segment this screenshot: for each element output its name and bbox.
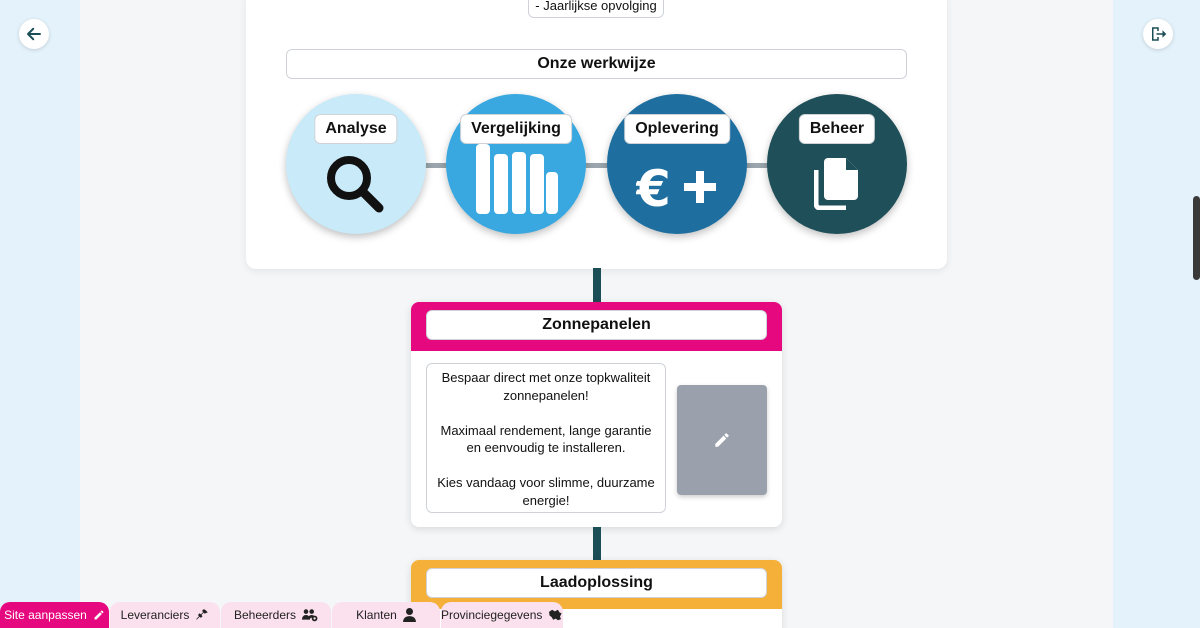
step-oplevering: Oplevering € xyxy=(607,94,747,234)
step-label-beheer[interactable]: Beheer xyxy=(798,114,876,144)
tab-provinciegegevens[interactable]: Provinciegegevens xyxy=(441,602,563,628)
tab-label: Beheerders xyxy=(233,608,297,622)
product-description-field[interactable]: Bespaar direct met onze topkwaliteit zon… xyxy=(426,363,666,513)
timeline-connector xyxy=(593,268,601,303)
product-card-zonnepanelen: Zonnepanelen Bespaar direct met onze top… xyxy=(411,302,782,527)
map-icon xyxy=(549,609,562,621)
product-image-edit-button[interactable] xyxy=(677,385,767,495)
tab-klanten[interactable]: Klanten xyxy=(332,602,440,628)
step-analyse: Analyse xyxy=(286,94,426,234)
product-header: Zonnepanelen xyxy=(411,302,782,351)
arrow-left-icon xyxy=(27,27,41,41)
pencil-icon xyxy=(715,433,729,447)
steps-connector-line xyxy=(356,163,836,168)
back-button[interactable] xyxy=(19,19,49,49)
tab-leveranciers[interactable]: Leveranciers xyxy=(110,602,220,628)
bottom-tab-bar: Site aanpassen Leveranciers Beheerders K… xyxy=(0,602,564,628)
previous-text-field[interactable]: - Jaarlijkse opvolging xyxy=(528,0,664,18)
user-icon xyxy=(402,608,416,622)
section-title-field[interactable]: Onze werkwijze xyxy=(286,49,907,79)
euro-plus-icon: € xyxy=(636,162,716,212)
bar-chart-icon xyxy=(476,144,558,214)
logout-icon xyxy=(1152,27,1167,41)
users-gear-icon xyxy=(302,609,318,622)
step-label-vergelijking[interactable]: Vergelijking xyxy=(460,114,572,144)
timeline-connector-2 xyxy=(593,527,601,561)
product-title-field[interactable]: Zonnepanelen xyxy=(426,310,767,340)
product-header-2: Laadoplossing xyxy=(411,560,782,609)
step-label-analyse[interactable]: Analyse xyxy=(314,114,398,144)
logout-button[interactable] xyxy=(1143,19,1173,49)
magnifier-icon xyxy=(327,156,384,213)
product-title-field-2[interactable]: Laadoplossing xyxy=(426,568,767,598)
step-label-oplevering[interactable]: Oplevering xyxy=(624,114,730,144)
tab-label: Leveranciers xyxy=(120,608,190,622)
plug-icon xyxy=(196,609,209,620)
pencil-icon xyxy=(94,610,104,620)
tab-site-aanpassen[interactable]: Site aanpassen xyxy=(0,602,109,628)
tab-beheerders[interactable]: Beheerders xyxy=(221,602,331,628)
scrollbar[interactable] xyxy=(1193,196,1200,280)
step-vergelijking: Vergelijking xyxy=(446,94,586,234)
svg-text:€: € xyxy=(636,162,671,212)
step-beheer: Beheer xyxy=(767,94,907,234)
documents-icon xyxy=(814,158,858,210)
tab-label: Klanten xyxy=(356,608,397,622)
tab-label: Site aanpassen xyxy=(4,608,87,622)
tab-label: Provinciegegevens xyxy=(441,608,543,622)
